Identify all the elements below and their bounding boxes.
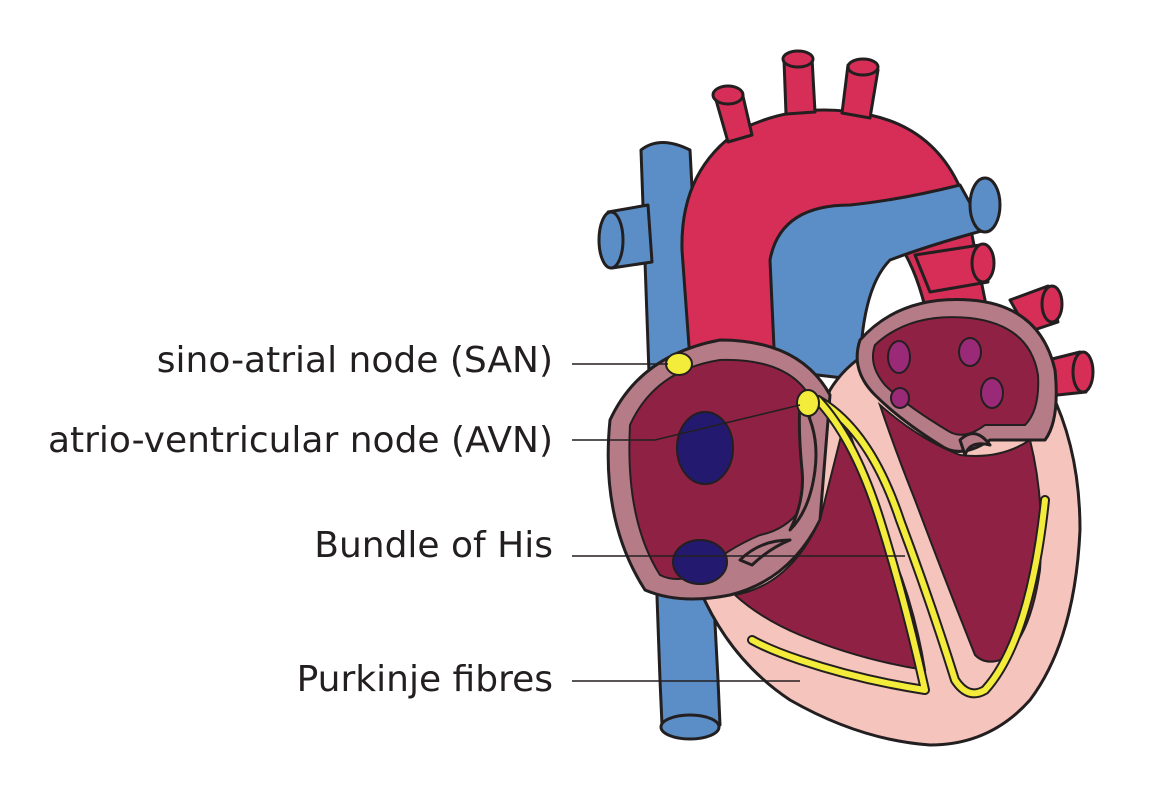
label-bundle-of-his: Bundle of His (314, 525, 553, 566)
avn-leader-line (572, 404, 801, 441)
left-ventricle-chamber (877, 401, 1043, 663)
pulmonary-vein-opening-4 (980, 377, 1004, 409)
sino-atrial-node (665, 352, 693, 376)
atrial-septum (788, 398, 818, 532)
right-ventricle-chamber (732, 416, 927, 672)
pulmonary-vein-opening-1 (887, 340, 911, 374)
conduction-pathway (747, 395, 1050, 699)
pulmonary-vein-opening-2 (958, 337, 982, 367)
label-avn: atrio-ventricular node (AVN) (48, 420, 553, 461)
pulmonary-artery (768, 176, 1002, 382)
tricuspid-valve-flap (738, 538, 792, 567)
pulmonary-vein-opening-3 (890, 387, 910, 409)
mitral-valve-flap (958, 432, 992, 457)
atrio-ventricular-node (796, 389, 820, 417)
label-purkinje-fibres: Purkinje fibres (297, 659, 553, 700)
label-san: sino-atrial node (SAN) (157, 340, 553, 381)
coronary-sinus-orifice (672, 539, 728, 585)
tricuspid-orifice (676, 411, 734, 485)
